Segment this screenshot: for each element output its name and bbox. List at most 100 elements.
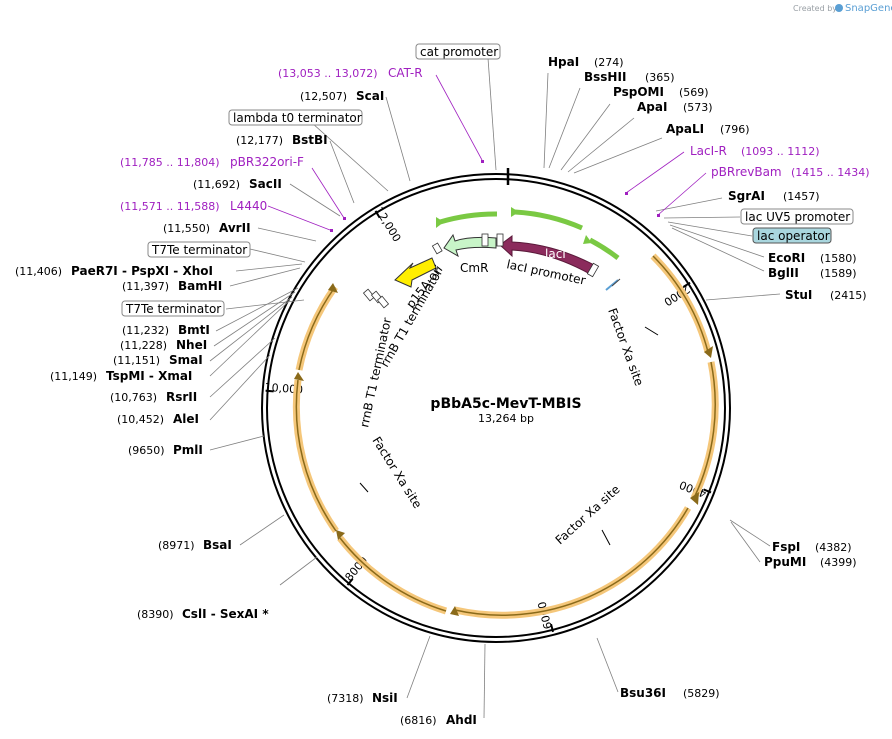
rrnb-terminator-label-2: rrnB T1 terminator [357, 316, 394, 428]
lac-operator-marker [605, 279, 619, 291]
site-ahdi-name: AhdI [446, 713, 477, 727]
site-fspi-name: FspI [772, 540, 800, 554]
primer-pbr322ori-f-pos: (11,785 .. 11,804) [120, 156, 220, 169]
site-bsai-name: BsaI [203, 538, 232, 552]
t7te-terminator-label-2: T7Te terminator [125, 302, 221, 316]
t7te-terminator-label-1: T7Te terminator [151, 243, 247, 257]
site-bmti-name: BmtI [178, 323, 210, 337]
laci-arrow [499, 235, 597, 275]
credit-text: Created by [793, 4, 837, 13]
site-ahdi-pos: (6816) [400, 714, 437, 727]
laci-label: lacI [545, 247, 566, 261]
site-alei-pos: (10,452) [117, 413, 164, 426]
credit-brand: SnapGene [845, 3, 892, 14]
green-arrows [436, 207, 620, 260]
site-apali-name: ApaLI [666, 122, 704, 136]
site-bsu36i-pos: (5829) [683, 687, 720, 700]
factor-xa-label-1: Factor Xa site [605, 306, 646, 387]
site-fspi-pos: (4382) [815, 541, 852, 554]
tick-10000 [265, 389, 274, 393]
site-avrii-pos: (11,550) [163, 222, 210, 235]
site-avrii-name: AvrII [219, 221, 251, 235]
site-ppumi-name: PpuMI [764, 555, 806, 569]
feature-marker-1 [431, 242, 443, 255]
site-nsii-name: NsiI [372, 691, 398, 705]
cds-arc-2 [690, 361, 719, 500]
site-scai-pos: (12,507) [300, 90, 347, 103]
cat-promoter-arrow [439, 211, 498, 225]
primer-pbr322ori-f-name: pBR322ori-F [230, 155, 304, 169]
site-apali-pos: (796) [720, 123, 750, 136]
lac-uv5-promoter-label: lac UV5 promoter [745, 210, 850, 224]
site-nhei-name: NheI [176, 338, 207, 352]
plasmid-name: pBbA5c-MevT-MBIS [430, 396, 581, 412]
site-ecori-name: EcoRI [768, 251, 805, 265]
site-stui-name: StuI [785, 288, 812, 302]
primer-laci-r-name: LacI-R [690, 144, 727, 158]
primer-laci-r-pos: (1093 .. 1112) [741, 145, 820, 158]
primer-markers [330, 160, 660, 232]
primer-cat-r-name: CAT-R [388, 66, 423, 80]
primer-l4440-pos: (11,571 .. 11,588) [120, 200, 220, 213]
p15a-ori-arrow [394, 257, 437, 288]
site-ecori-pos: (1580) [820, 252, 857, 265]
boxed-feature-labels: cat promoter lambda t0 terminator T7Te t… [121, 43, 854, 317]
site-bsshii-name: BssHII [584, 70, 626, 84]
site-bamhi-name: BamHI [178, 279, 222, 293]
site-tspmi-name: TspMI - XmaI [106, 369, 192, 383]
site-paer7i-pos: (11,406) [15, 265, 62, 278]
sites-left: (12,507) ScaI (12,177) BstBI (11,692) Sa… [15, 89, 477, 727]
cmr-label: CmR [460, 261, 488, 275]
feature-marker-2 [481, 233, 489, 247]
site-hpai-pos: (274) [594, 56, 624, 69]
site-csli-name: CslI - SexAI * [182, 607, 269, 621]
tick-8000 [346, 578, 354, 586]
tick-4000 [703, 488, 712, 494]
site-hpai-name: HpaI [548, 55, 579, 69]
site-pmli-name: PmlI [173, 443, 203, 457]
tick-2000 [682, 281, 691, 288]
site-scai-name: ScaI [356, 89, 384, 103]
cds-arc-6 [295, 284, 338, 371]
primer-pbrrevbam-name: pBRrevBam [711, 165, 782, 179]
site-bglii-name: BglII [768, 266, 799, 280]
lac-operator-label: lac operator [757, 229, 830, 243]
primer-l4440-name: L4440 [230, 199, 267, 213]
site-rsrii-pos: (10,763) [110, 391, 157, 404]
site-sgrai-name: SgrAI [728, 189, 765, 203]
sites-right: HpaI (274) BssHII (365) PspOMI (569) Apa… [548, 55, 867, 700]
site-stui-pos: (2415) [830, 289, 867, 302]
site-bsai-pos: (8971) [158, 539, 195, 552]
backbone-inner [266, 178, 726, 638]
primer-cat-r-pos: (13,053 .. 13,072) [278, 67, 378, 80]
plasmid-size: 13,264 bp [478, 412, 534, 425]
primer-pbrrevbam-pos: (1415 .. 1434) [791, 166, 870, 179]
site-ppumi-pos: (4399) [820, 556, 857, 569]
backbone-outer [261, 173, 731, 643]
site-sgrai-pos: (1457) [783, 190, 820, 203]
site-pmli-pos: (9650) [128, 444, 165, 457]
site-pspomi-name: PspOMI [613, 85, 664, 99]
site-sacii-name: SacII [249, 177, 282, 191]
site-paer7i-name: PaeR7I - PspXI - XhoI [71, 264, 213, 278]
site-bstbi-pos: (12,177) [236, 134, 283, 147]
primer-labels: (13,053 .. 13,072) CAT-R (11,785 .. 11,8… [120, 66, 870, 213]
site-nsii-pos: (7318) [327, 692, 364, 705]
tick-6000 [550, 623, 554, 633]
laci-promoter-arrow [588, 237, 620, 260]
primer-leader-lines [267, 74, 707, 231]
site-bsu36i-name: Bsu36I [620, 686, 666, 700]
site-bsshii-pos: (365) [645, 71, 675, 84]
site-bamhi-pos: (11,397) [122, 280, 169, 293]
site-rsrii-name: RsrII [166, 390, 197, 404]
site-apai-pos: (573) [683, 101, 713, 114]
feature-marker-3 [496, 233, 504, 247]
site-pspomi-pos: (569) [679, 86, 709, 99]
lambda-t0-terminator-label: lambda t0 terminator [233, 111, 362, 125]
site-bmti-pos: (11,232) [122, 324, 169, 337]
site-smai-name: SmaI [169, 353, 203, 367]
site-nhei-pos: (11,228) [120, 339, 167, 352]
leader-lines [209, 57, 781, 719]
site-apai-name: ApaI [637, 100, 667, 114]
